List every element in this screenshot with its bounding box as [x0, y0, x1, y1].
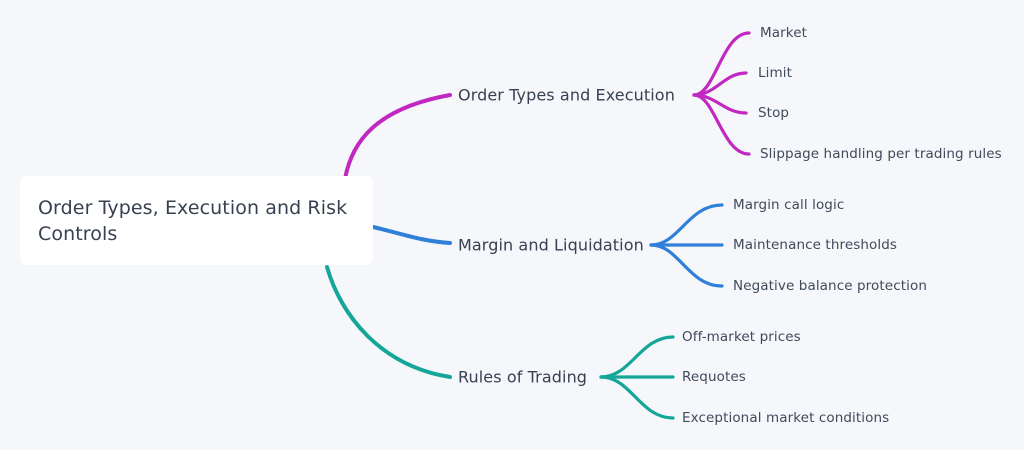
leaf-label-market[interactable]: Market	[760, 25, 808, 41]
edge-order-types-to-limit	[692, 71, 748, 97]
branch-label-margin-and-liquidation[interactable]: Margin and Liquidation	[458, 235, 644, 255]
leaf-label-maintenance-thresholds[interactable]: Maintenance thresholds	[733, 237, 898, 253]
edge-order-types-to-market	[692, 31, 751, 97]
branch-label-order-types-and-execution[interactable]: Order Types and Execution	[458, 85, 675, 105]
leaf-label-exceptional-market-conditions[interactable]: Exceptional market conditions	[682, 410, 890, 426]
leaf-label-limit[interactable]: Limit	[758, 65, 792, 81]
leaf-label-margin-call-logic[interactable]: Margin call logic	[733, 197, 845, 213]
leaf-label-slippage-handling[interactable]: Slippage handling per trading rules	[760, 146, 1002, 162]
leaf-label-negative-balance-protection[interactable]: Negative balance protection	[733, 278, 927, 294]
edge-margin-to-negative-balance	[649, 243, 724, 288]
edge-order-types-to-stop	[692, 93, 748, 115]
leaf-label-stop[interactable]: Stop	[758, 105, 790, 121]
edge-rules-to-off-market-prices	[599, 335, 675, 379]
edge-margin-to-margin-call-logic	[649, 203, 724, 247]
root-node-label: Order Types, Execution and Risk Controls	[38, 196, 348, 245]
edge-rules-to-exceptional-conditions	[599, 375, 675, 420]
edge-root-to-margin	[371, 225, 452, 245]
branch-label-rules-of-trading[interactable]: Rules of Trading	[458, 367, 588, 387]
leaf-label-off-market-prices[interactable]: Off-market prices	[682, 329, 801, 345]
root-node[interactable]: Order Types, Execution and Risk Controls	[20, 176, 373, 265]
edge-order-types-to-slippage	[692, 93, 751, 156]
edge-root-to-order-types	[343, 93, 452, 181]
edge-root-to-rules	[325, 265, 452, 379]
leaf-label-requotes[interactable]: Requotes	[682, 369, 746, 385]
